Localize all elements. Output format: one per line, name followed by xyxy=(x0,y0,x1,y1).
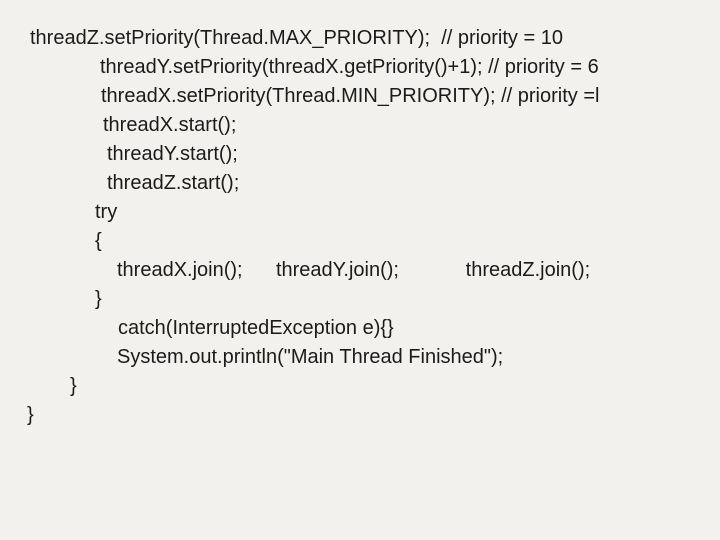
code-line-2: threadY.setPriority(threadX.getPriority(… xyxy=(100,56,599,78)
code-line-14: } xyxy=(27,404,34,426)
code-line-1: threadZ.setPriority(Thread.MAX_PRIORITY)… xyxy=(30,27,563,49)
code-line-3: threadX.setPriority(Thread.MIN_PRIORITY)… xyxy=(101,85,600,107)
code-line-5: threadY.start(); xyxy=(107,143,238,165)
code-line-7: try xyxy=(95,201,118,223)
code-line-11: catch(InterruptedException e){} xyxy=(118,317,394,339)
code-line-12: System.out.println("Main Thread Finished… xyxy=(117,346,504,368)
code-line-8: { xyxy=(95,230,102,252)
code-line-10: } xyxy=(95,288,102,310)
code-line-6: threadZ.start(); xyxy=(107,172,240,194)
code-line-4: threadX.start(); xyxy=(103,114,237,136)
code-line-9: threadX.join(); threadY.join(); threadZ.… xyxy=(117,259,591,281)
code-block: threadZ.setPriority(Thread.MAX_PRIORITY)… xyxy=(0,24,720,430)
code-line-13: } xyxy=(70,375,77,397)
